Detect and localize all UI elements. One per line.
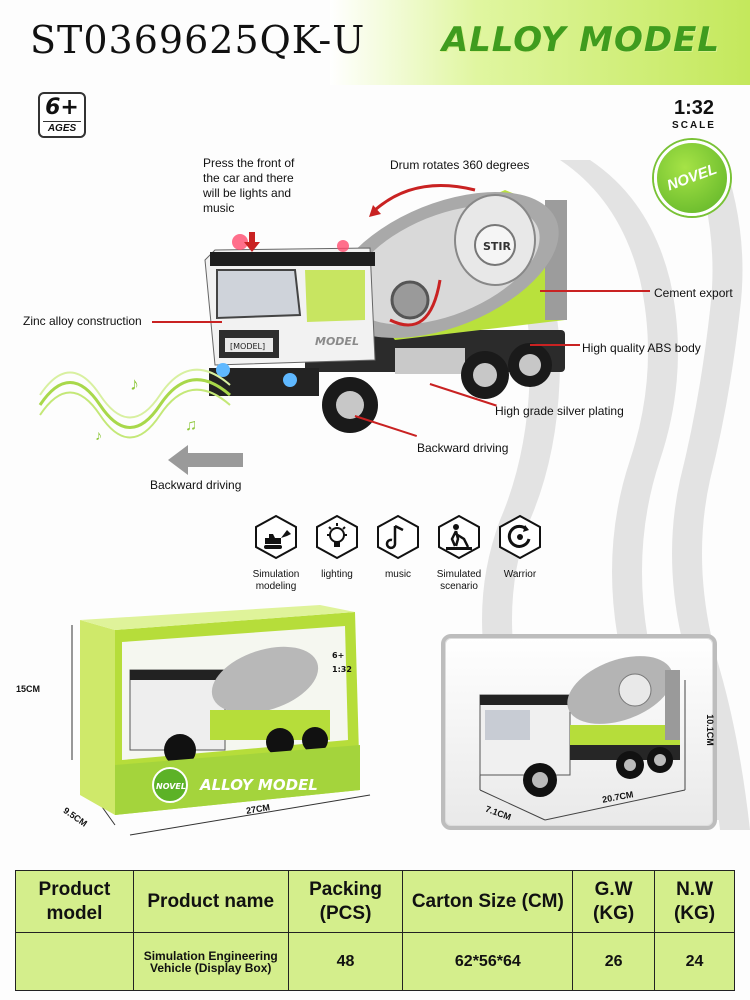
- feature-label: Simulation modeling: [252, 569, 300, 592]
- table-header: N.W (KG): [654, 870, 735, 933]
- feature-music: music: [368, 514, 428, 581]
- cell-nw: 24: [654, 932, 735, 991]
- cement-export-annotation: Cement export: [654, 286, 733, 300]
- table-header: Product model: [15, 870, 134, 933]
- cell-model: [15, 932, 134, 991]
- worker-shovel-icon: [438, 514, 480, 560]
- table-header-row: Product model Product name Packing (PCS)…: [15, 870, 735, 933]
- novel-badge: NOVEL: [654, 140, 730, 216]
- novel-label: NOVEL: [664, 160, 720, 195]
- product-photo-truck: [479, 656, 686, 821]
- box-novel-label: NOVEL: [156, 782, 186, 791]
- zinc-alloy-annotation: Zinc alloy construction: [23, 314, 142, 328]
- box-brand-title: ALLOY MODEL: [199, 776, 318, 794]
- backward-driving-annotation-left: Backward driving: [150, 478, 242, 492]
- rotate-icon: [499, 514, 541, 560]
- backward-driving-annotation: Backward driving: [417, 441, 509, 455]
- table-header: Product name: [132, 870, 289, 933]
- age-label: AGES: [43, 121, 81, 136]
- product-height-label: 10.1CM: [704, 714, 715, 746]
- side-model-plate: MODEL: [315, 335, 359, 348]
- mixer-truck-illustration: STIR [MODEL] MODEL: [204, 184, 567, 433]
- feature-label: music: [384, 569, 412, 580]
- brand-title: ALLOY MODEL: [441, 20, 720, 60]
- cell-carton: 62*56*64: [402, 932, 574, 991]
- lightbulb-icon: [316, 514, 358, 560]
- scale-label: SCALE: [672, 120, 716, 131]
- pointer-line: [530, 344, 580, 346]
- cell-gw: 26: [572, 932, 656, 991]
- feature-simulated-scenario: Simulated scenario: [429, 514, 489, 593]
- abs-body-annotation: High quality ABS body: [582, 341, 701, 355]
- feature-simulation-modeling: Simulation modeling: [246, 514, 306, 593]
- box-height-label: 15CM: [16, 684, 41, 694]
- table-header: Carton Size (CM): [402, 870, 574, 933]
- backward-arrow-icon: [168, 445, 243, 475]
- header-green-band: [330, 0, 750, 85]
- scale-badge: 1:32 SCALE: [660, 97, 728, 131]
- display-box-illustration: NOVEL ALLOY MODEL 1:32 6+: [71, 605, 371, 836]
- box-scale: 1:32: [332, 665, 352, 674]
- music-note-icon: ♫: [185, 417, 197, 434]
- table-header: Packing (PCS): [287, 870, 404, 933]
- spec-table: Product model Product name Packing (PCS)…: [15, 870, 735, 991]
- box-age: 6+: [332, 651, 344, 660]
- header: ST0369625QK-U ALLOY MODEL: [0, 0, 750, 85]
- music-note-icon: ♪: [95, 427, 102, 443]
- pointer-line: [540, 290, 650, 292]
- feature-label: Simulated scenario: [436, 569, 482, 592]
- cell-name: Simulation Engineering Vehicle (Display …: [132, 932, 289, 991]
- table-row: Simulation Engineering Vehicle (Display …: [15, 932, 735, 991]
- drum-rotates-annotation: Drum rotates 360 degrees: [390, 158, 530, 172]
- age-badge: 6+ AGES: [38, 92, 86, 138]
- age-number: 6+: [45, 95, 79, 120]
- feature-lighting: lighting: [307, 514, 367, 581]
- press-front-annotation: Press the front of the car and there wil…: [203, 156, 295, 215]
- feature-label: Warrior: [503, 569, 537, 580]
- excavator-icon: [255, 514, 297, 560]
- stir-label: STIR: [483, 240, 512, 253]
- silver-plating-annotation: High grade silver plating: [495, 404, 624, 418]
- music-wave-decoration: ♪ ♫ ♪: [38, 368, 231, 443]
- grille-badge: [MODEL]: [230, 342, 265, 351]
- music-note-icon: ♪: [130, 374, 139, 394]
- table-header: G.W (KG): [572, 870, 656, 933]
- pointer-line: [152, 321, 222, 323]
- feature-warrior: Warrior: [490, 514, 550, 581]
- music-note-icon: [377, 514, 419, 560]
- scale-number: 1:32: [673, 97, 715, 119]
- cell-packing: 48: [287, 932, 404, 991]
- feature-label: lighting: [321, 569, 353, 580]
- down-arrow-icon: [244, 232, 260, 252]
- model-code: ST0369625QK-U: [30, 18, 366, 62]
